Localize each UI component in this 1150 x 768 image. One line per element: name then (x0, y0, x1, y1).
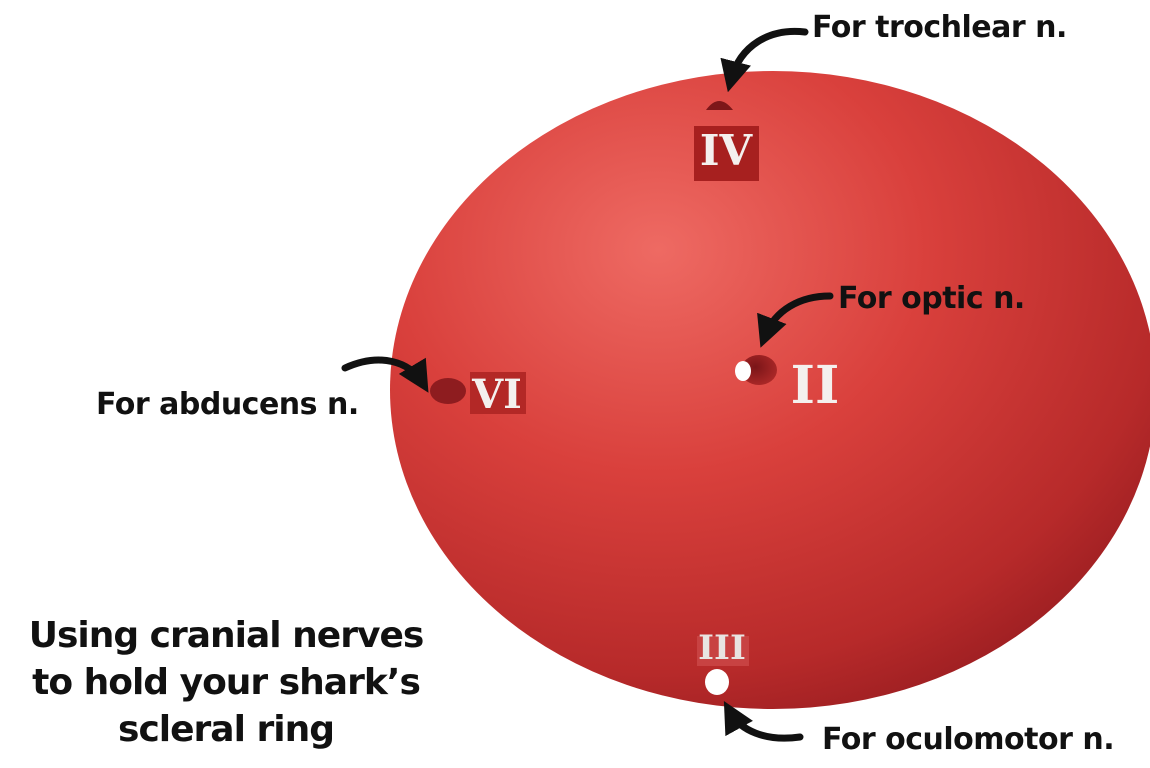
caption-line-3: scleral ring (0, 706, 452, 753)
caption-line-2: to hold your shark’s (0, 659, 452, 706)
caption-line-1: Using cranial nerves (0, 612, 452, 659)
oculomotor-arrow (730, 712, 800, 738)
label-trochlear: For trochlear n. (812, 10, 1067, 45)
oculomotor-hole (705, 669, 729, 695)
label-oculomotor: For oculomotor n. (822, 722, 1114, 757)
abducens-hole (430, 378, 466, 404)
label-abducens: For abducens n. (96, 387, 359, 422)
caption: Using cranial nerves to hold your shark’… (0, 612, 452, 753)
numeral-trochlear: IV (700, 126, 754, 175)
optic-hole (735, 361, 751, 381)
numeral-oculomotor: III (698, 628, 746, 668)
label-optic: For optic n. (838, 281, 1025, 316)
numeral-abducens: VI (471, 371, 522, 418)
numeral-optic: II (791, 355, 840, 416)
